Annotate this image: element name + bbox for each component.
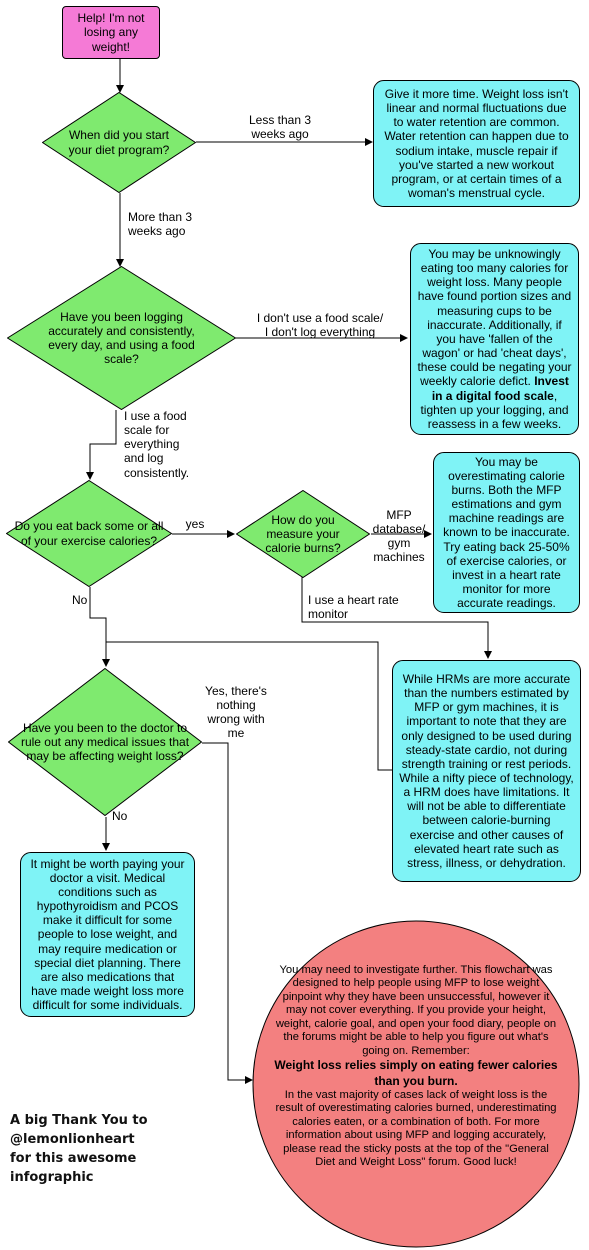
- q2-answer-yes-label: I use a food scale for everything and lo…: [124, 409, 190, 480]
- q3-decision: Do you eat back some or all of your exer…: [6, 480, 172, 587]
- q2-answer-no-line1: I don't use a food scale/: [256, 311, 384, 325]
- q1-info-box: Give it more time. Weight loss isn't lin…: [373, 80, 580, 207]
- q2-decision: Have you been logging accurately and con…: [7, 266, 236, 410]
- q1-answer-short-label: Less than 3 weeks ago: [248, 113, 312, 142]
- q3-diamond-shape: [6, 480, 172, 587]
- q3-answer-no-label: No: [72, 593, 88, 607]
- q2-info-bold: Invest in a digital food scale: [431, 374, 569, 403]
- credit-line1: A big Thank You to: [10, 1113, 148, 1128]
- q5-info-box: It might be worth paying your doctor a v…: [20, 852, 195, 1017]
- q5-answer-no-label: No: [112, 809, 128, 823]
- credit-line3: for this awesome: [10, 1150, 137, 1166]
- q4-hrm-info-box: While HRMs are more accurate than the nu…: [392, 660, 581, 882]
- q4-diamond-shape: [236, 490, 370, 578]
- final-text: You may need to investigate further. Thi…: [272, 964, 560, 1170]
- q1-decision: When did you start your diet program?: [42, 92, 196, 193]
- q2-info-main: You may be unknowingly eating too many c…: [417, 246, 572, 389]
- final-circle: You may need to investigate further. Thi…: [252, 920, 580, 1248]
- q1-answer-long-label: More than 3 weeks ago: [128, 210, 193, 239]
- q4-decision: How do you measure your calorie burns?: [236, 490, 370, 578]
- final-outro: In the vast majority of cases lack of we…: [275, 1088, 557, 1169]
- q5-question: Have you been to the doctor to rule out …: [20, 720, 190, 764]
- q2-question: Have you been logging accurately and con…: [48, 309, 195, 367]
- q4-hrm-info-text: While HRMs are more accurate than the nu…: [399, 671, 574, 870]
- q2-info-box: You may be unknowingly eating too many c…: [410, 243, 579, 435]
- final-bold: Weight loss relies simply on eating fewe…: [274, 1058, 558, 1088]
- q2-answer-no-label: I don't use a food scale/ I don't log ev…: [240, 311, 400, 339]
- credit-line2: @lemonlionheart: [10, 1131, 135, 1147]
- start-text: Help! I'm not losing any weight!: [77, 11, 145, 54]
- q4-hrm-connector: [301, 577, 492, 659]
- credit-line4: infographic: [10, 1169, 94, 1185]
- q5-answer-yes-label: Yes, there's nothing wrong with me: [205, 684, 267, 741]
- q5-info-text: It might be worth paying your doctor a v…: [30, 856, 185, 1013]
- q5-diamond-shape: [8, 668, 202, 816]
- final-circle-shape: [252, 920, 580, 1248]
- q1-info-text: Give it more time. Weight loss isn't lin…: [384, 86, 569, 200]
- q1-diamond-shape: [42, 92, 196, 193]
- credit-text: A big Thank You to @lemonlionheart for t…: [10, 1112, 170, 1187]
- q3-question: Do you eat back some or all of your exer…: [14, 519, 164, 548]
- q5-yes-connector: [202, 742, 253, 1084]
- hrm-merge-connector: [106, 641, 392, 771]
- q2-answer-no-line2: I don't log everything: [264, 325, 376, 340]
- q2-info-tail: , tighten up your logging, and reassess …: [420, 388, 569, 431]
- q2-yes-connector: [86, 410, 117, 480]
- q1-question: When did you start your diet program?: [68, 128, 170, 157]
- q4-question: How do you measure your calorie burns?: [265, 512, 341, 556]
- q4-answer-hrm-label: I use a heart rate monitor: [308, 593, 399, 622]
- q2-diamond-shape: [7, 266, 236, 410]
- start-node: Help! I'm not losing any weight!: [62, 6, 160, 59]
- final-intro: You may need to investigate further. Thi…: [275, 964, 557, 1057]
- q4-mfp-info-text: You may be overestimating calorie burns.…: [443, 454, 570, 611]
- q4-answer-mfp-label: MFP database/ gym machines: [372, 508, 426, 565]
- q3-answer-yes-label: yes: [185, 517, 205, 531]
- q4-mfp-info-box: You may be overestimating calorie burns.…: [433, 452, 580, 613]
- q2-info-text: You may be unknowingly eating too many c…: [417, 247, 572, 431]
- q5-decision: Have you been to the doctor to rule out …: [8, 668, 202, 816]
